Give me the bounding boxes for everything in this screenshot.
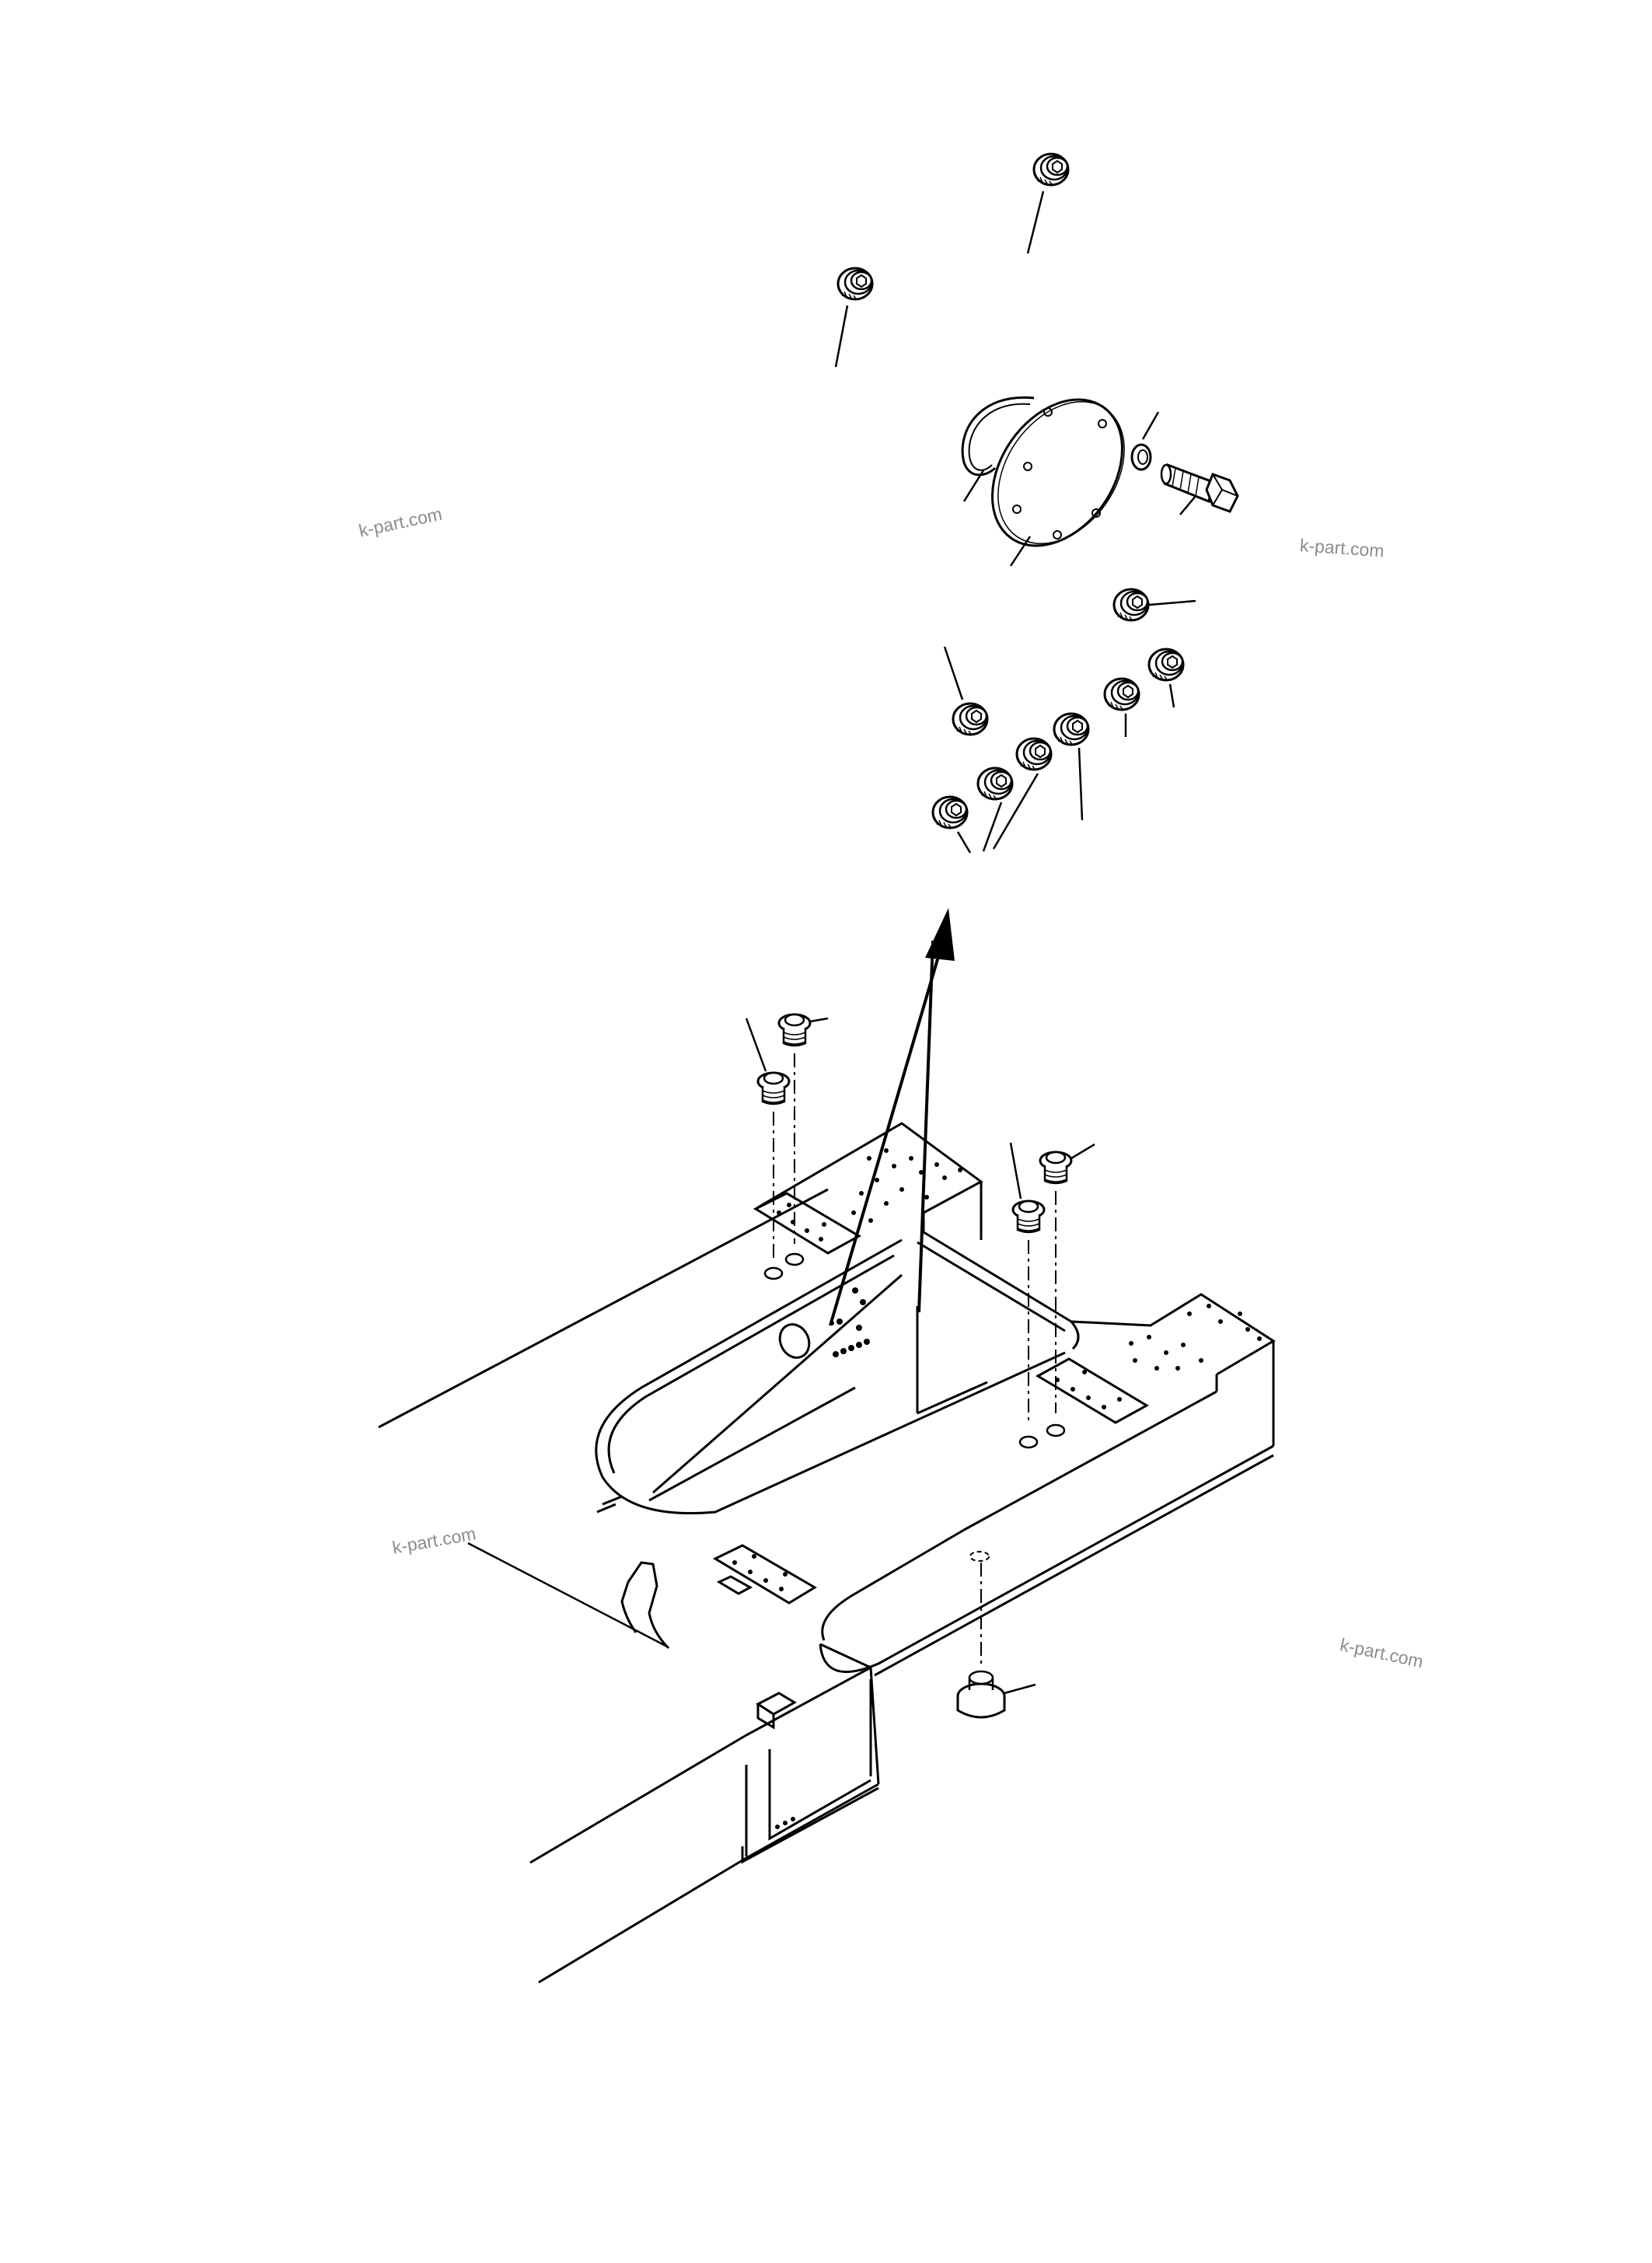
upper-plug-7 xyxy=(1053,712,1090,820)
main-frame xyxy=(379,1123,1273,1982)
pad-dots xyxy=(732,1148,1262,1829)
frame-plug-left-a xyxy=(777,1013,828,1265)
frame-holes xyxy=(774,1287,870,1363)
upper-plug-10 xyxy=(931,795,970,853)
frame-plug-right-b xyxy=(1011,1143,1046,1448)
upper-plug-8 xyxy=(994,737,1053,849)
leader-line xyxy=(468,1543,667,1647)
washer xyxy=(1132,412,1158,470)
upper-plug-1 xyxy=(1028,152,1070,253)
upper-plug-2 xyxy=(836,267,874,367)
cover-plate xyxy=(966,375,1151,570)
frame-plug-left-b xyxy=(746,1018,791,1279)
bolt xyxy=(1161,465,1238,515)
frame-plug-right-a xyxy=(1039,1144,1095,1436)
upper-plug-3 xyxy=(1112,588,1196,623)
upper-plug-4 xyxy=(1147,648,1185,707)
upper-plug-9 xyxy=(976,767,1014,851)
upper-plug-6 xyxy=(945,647,989,737)
drain-plug xyxy=(958,1552,1036,1717)
o-ring xyxy=(962,397,1034,501)
assembly-arrow xyxy=(830,908,955,1325)
upper-plug-5 xyxy=(1103,677,1140,737)
